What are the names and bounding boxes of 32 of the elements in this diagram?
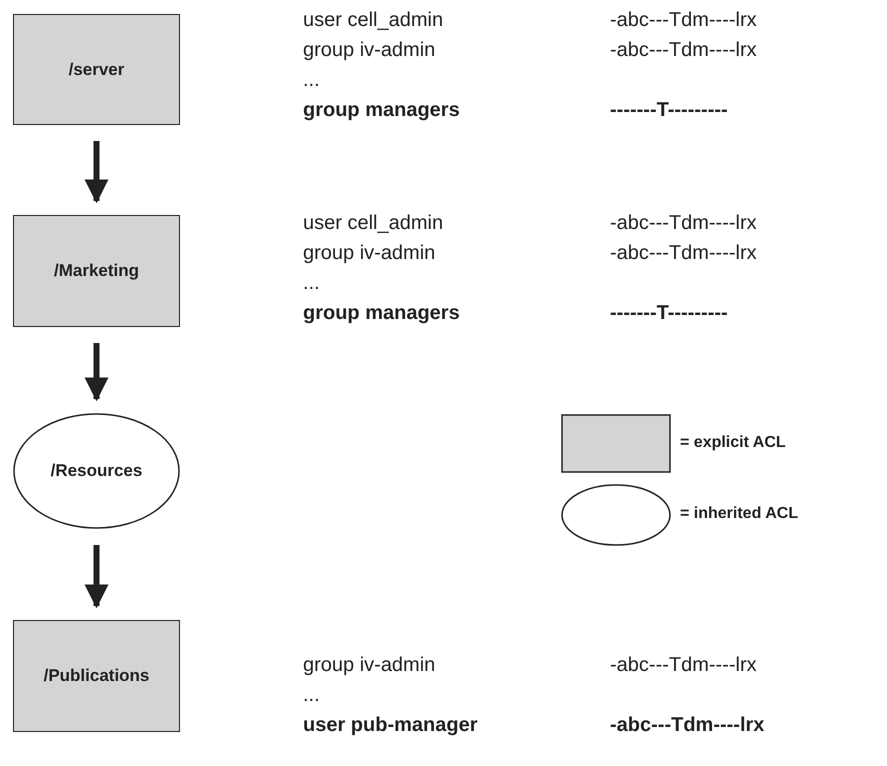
process-box — [13, 620, 180, 732]
permission-string: -abc---Tdm----lrx — [610, 8, 757, 33]
node-label: /Resources — [50, 461, 142, 481]
legend-label: = explicit ACL — [680, 434, 786, 452]
process-box — [13, 215, 180, 327]
ellipsis-text: ... — [303, 68, 320, 93]
permission-string: -abc---Tdm----lrx — [610, 713, 764, 738]
node-label: /Publications — [44, 666, 150, 686]
principal-name: group iv-admin — [303, 241, 436, 266]
principal-name: group managers — [303, 98, 460, 123]
node-label: /Marketing — [54, 261, 140, 281]
ellipsis-text: ... — [303, 683, 320, 708]
arrow — [84, 141, 108, 204]
permission-string: -abc---Tdm----lrx — [610, 38, 757, 63]
process-box — [13, 14, 180, 125]
ellipsis-text: ... — [303, 271, 320, 296]
permission-string: -abc---Tdm----lrx — [610, 211, 757, 236]
principal-name: group iv-admin — [303, 653, 436, 678]
principal-name: user pub-manager — [303, 713, 478, 738]
permission-string: -------T--------- — [610, 98, 728, 123]
arrow — [84, 545, 108, 608]
principal-name: user cell_admin — [303, 211, 444, 236]
ellipse-node — [13, 413, 180, 529]
arrow — [84, 343, 108, 402]
principal-name: group iv-admin — [303, 38, 436, 63]
principal-name: user cell_admin — [303, 8, 444, 33]
permission-string: -abc---Tdm----lrx — [610, 653, 757, 678]
legend-label: = inherited ACL — [680, 505, 798, 523]
principal-name: group managers — [303, 301, 460, 326]
node-label: /server — [68, 60, 124, 80]
permission-string: -------T--------- — [610, 301, 728, 326]
permission-string: -abc---Tdm----lrx — [610, 241, 757, 266]
